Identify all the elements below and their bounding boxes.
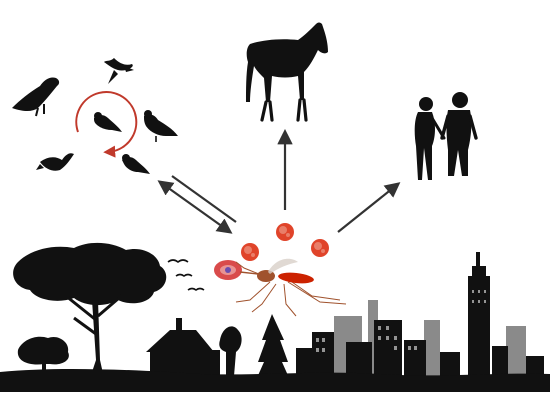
distant-bird-icon [167,259,189,264]
perched-dove-icon [144,110,178,142]
virus-particle-icon [311,239,329,257]
distant-bird-icon [187,287,205,291]
bird-cycle-group [12,58,178,174]
arrow-birds-to-mosquito [157,180,233,234]
virus-particle-icon [241,243,259,261]
city-skyline [296,252,544,380]
horse-icon [246,22,328,122]
human-couple-icon [414,92,478,180]
building [296,348,314,380]
center-bird-icon [94,112,122,132]
building [440,352,460,380]
skyscraper-icon [468,252,490,380]
virus-particles [241,223,329,261]
small-songbird-icon [122,154,150,174]
arrow-to-humans [337,182,401,233]
ground [0,368,550,392]
transmission-arrows [157,128,401,234]
virus-particle-icon [276,223,294,241]
building [368,300,378,380]
man-icon [440,92,478,176]
perched-bird-icon [12,77,60,117]
woman-icon [414,97,446,180]
distant-birds [167,259,205,291]
flying-swallow-icon [104,58,134,84]
flying-bird-icon [36,153,74,171]
mosquito-icon [235,258,347,317]
building [492,346,508,380]
cycle-arrow [75,91,138,158]
acacia-tree-icon [13,242,167,378]
house-icon [146,318,242,376]
building [312,332,334,380]
building [424,320,440,380]
building [506,326,526,380]
conifer-tree-icon [256,314,290,380]
arrow-mosquito-to-birds [171,175,237,223]
distant-bird-icon [175,273,193,277]
infected-blood-cell-icon [214,260,242,280]
